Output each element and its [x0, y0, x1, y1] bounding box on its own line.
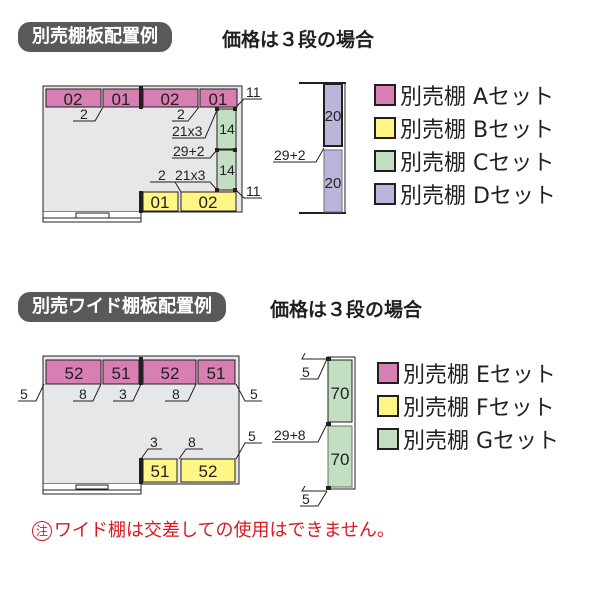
legend-item-f: 別売棚 Fセット	[377, 389, 559, 422]
shelf-f-2	[180, 458, 236, 483]
dim-top-gap3: 8	[172, 386, 180, 402]
note-text: ワイド棚は交差しての使用はできません。	[54, 520, 395, 541]
legend-item-c: 別売棚 Cセット	[374, 144, 556, 177]
dim-gap-top-right: 2	[177, 106, 185, 122]
shelf-f-1-label: 51	[151, 462, 170, 481]
shelf-g-2	[327, 425, 353, 488]
legend-label-f: 別売棚 Fセット	[403, 395, 555, 421]
shelf-e-2-label: 51	[112, 364, 131, 383]
dim-vertical-mid: 29+2	[274, 147, 306, 163]
shelf-e-1	[45, 359, 102, 385]
note-circle-icon: 注	[32, 521, 52, 541]
section1-title-badge: 別売棚板配置例	[18, 22, 172, 52]
diagram2-dimension-lines	[18, 383, 262, 460]
legend-item-b: 別売棚 Bセット	[374, 111, 556, 144]
swatch-yellow-icon	[377, 394, 399, 417]
shelf-e-4-label: 51	[207, 364, 226, 383]
diagram2-bottom-shelves: 51 52	[139, 458, 236, 484]
diagram1-dimension-lines	[73, 98, 262, 199]
shelf-e-3-label: 52	[161, 364, 180, 383]
shelf-b-2	[180, 191, 237, 212]
shelf-f-1	[142, 458, 178, 483]
diagram1-top-shelves: 02 01 02 01	[45, 86, 238, 109]
dim-side-top: 21x3	[172, 123, 203, 139]
shelf-a-4-label: 01	[209, 90, 228, 109]
legend-item-d: 別売棚 Dセット	[374, 177, 556, 210]
shelf-e-4	[197, 359, 236, 385]
shelf-d-2-label: 20	[325, 175, 342, 192]
section2-legend: 別売棚 Eセット 別売棚 Fセット 別売棚 Gセット	[377, 356, 559, 455]
dim-top-gap1: 8	[79, 386, 87, 402]
swatch-pink-icon	[377, 361, 399, 384]
dim-corner-bottom: 11	[246, 183, 261, 199]
dim-bottom-gap1: 3	[150, 434, 158, 450]
dim-gap-top-left: 2	[80, 106, 88, 122]
shelf-b-1-label: 01	[151, 193, 170, 212]
shelf-f-2-label: 52	[199, 462, 218, 481]
section1-subtitle: 価格は３段の場合	[222, 29, 375, 51]
shelf-g-1	[327, 359, 353, 423]
diagram1-vertical-shelves: 20 20 29+2	[273, 82, 346, 214]
dim-side-mid: 29+2	[173, 143, 205, 159]
legend-label-c: 別売棚 Cセット	[400, 150, 555, 176]
dim-side-bottom: 21x3	[175, 167, 206, 183]
section2-title: 別売ワイド棚板配置例	[32, 296, 212, 317]
shelf-d-1-label: 20	[325, 108, 342, 125]
shelf-a-1-label: 02	[64, 90, 83, 109]
dim-vertical-top: 5	[302, 364, 310, 380]
dim-vertical-mid-g: 29+8	[274, 427, 306, 443]
shelf-a-3-label: 02	[161, 90, 180, 109]
shelf-a-1	[45, 88, 102, 108]
shelf-d-1	[323, 83, 343, 147]
shelf-g-2-label: 70	[331, 450, 350, 469]
legend-item-a: 別売棚 Aセット	[374, 78, 556, 111]
section1-legend: 別売棚 Aセット 別売棚 Bセット 別売棚 Cセット 別売棚 Dセット	[374, 78, 556, 210]
shelf-c-2	[216, 149, 237, 191]
diagram1-side-shelves: 14 14	[215, 107, 237, 192]
legend-label-a: 別売棚 Aセット	[400, 84, 555, 110]
legend-label-e: 別売棚 Eセット	[403, 362, 556, 388]
diagram1-dimension-labels: 2 2 21x3 29+2 21x3 2 11 11	[80, 84, 261, 199]
shelf-c-1-label: 14	[219, 121, 235, 137]
swatch-yellow-icon	[374, 116, 396, 139]
section2-subtitle: 価格は３段の場合	[270, 299, 423, 321]
dim-corner-top: 11	[246, 84, 261, 100]
section2-title-badge: 別売ワイド棚板配置例	[18, 292, 226, 322]
dim-top-right: 5	[250, 386, 258, 402]
shelf-c-1	[216, 108, 237, 150]
shelf-c-2-label: 14	[219, 162, 235, 178]
swatch-green-icon	[374, 149, 396, 172]
section1-title: 別売棚板配置例	[32, 26, 158, 47]
legend-label-b: 別売棚 Bセット	[400, 117, 555, 143]
legend-label-g: 別売棚 Gセット	[403, 428, 560, 454]
dim-bottom-right: 5	[248, 428, 256, 444]
swatch-purple-icon	[374, 182, 396, 205]
diagram1-bottom-shelves: 01 02	[139, 191, 237, 213]
diagram2-vertical-shelves: 70 70 5 29+8 5	[272, 352, 356, 507]
dim-bottom-gap2: 8	[188, 434, 196, 450]
warning-note: 注ワイド棚は交差しての使用はできません。	[32, 516, 395, 542]
diagram2-dimension-labels: 5 8 3 8 5 3 8 5	[20, 386, 258, 450]
shelf-e-3	[142, 359, 197, 385]
legend-label-d: 別売棚 Dセット	[400, 183, 556, 209]
shelf-e-1-label: 52	[65, 364, 84, 383]
shelf-a-2-label: 01	[112, 90, 131, 109]
dim-gap-bottom: 2	[158, 167, 166, 183]
legend-item-e: 別売棚 Eセット	[377, 356, 559, 389]
legend-item-g: 別売棚 Gセット	[377, 422, 559, 455]
shelf-d-2	[323, 149, 343, 213]
diagram2-top-shelves: 52 51 52 51	[45, 357, 236, 385]
swatch-green-icon	[377, 427, 399, 450]
dim-top-left: 5	[20, 386, 28, 402]
dim-top-gap2: 3	[119, 386, 127, 402]
shelf-a-3	[142, 88, 199, 108]
shelf-g-1-label: 70	[331, 384, 350, 403]
swatch-pink-icon	[374, 83, 396, 106]
shelf-b-2-label: 02	[199, 193, 218, 212]
dim-vertical-bottom: 5	[302, 491, 310, 507]
shelf-b-1	[142, 191, 179, 212]
